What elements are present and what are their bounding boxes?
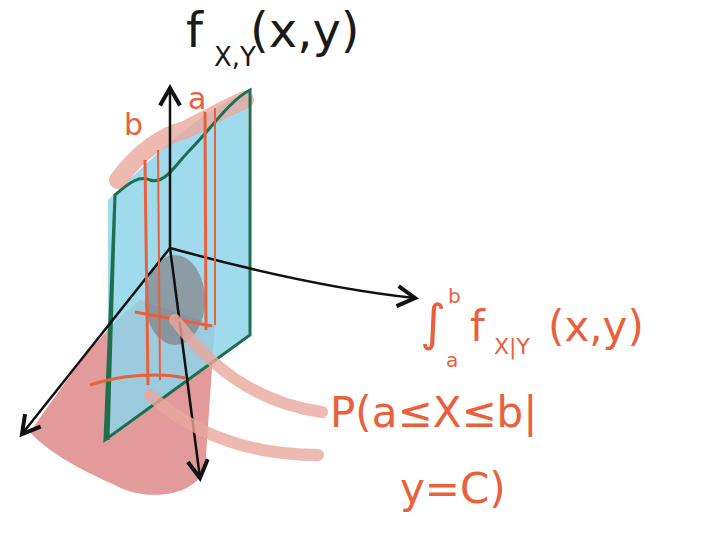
integral-sign: ∫ — [420, 298, 446, 348]
integral-bound: b — [448, 286, 461, 306]
bound-label: a — [188, 84, 206, 114]
probability-text: y=C) — [400, 468, 506, 510]
axis-subscript: X,Y — [214, 44, 256, 70]
probability-text: P(a≤X≤b| — [330, 392, 537, 434]
integrand: (x,y) — [548, 306, 644, 348]
bound-label: b — [124, 110, 143, 140]
integral-bound: a — [446, 350, 458, 370]
integrand: f — [470, 306, 485, 348]
integrand-subscript: X|Y — [494, 336, 530, 358]
axis-label: (x,y) — [250, 6, 360, 54]
axis-label: f — [186, 6, 203, 54]
